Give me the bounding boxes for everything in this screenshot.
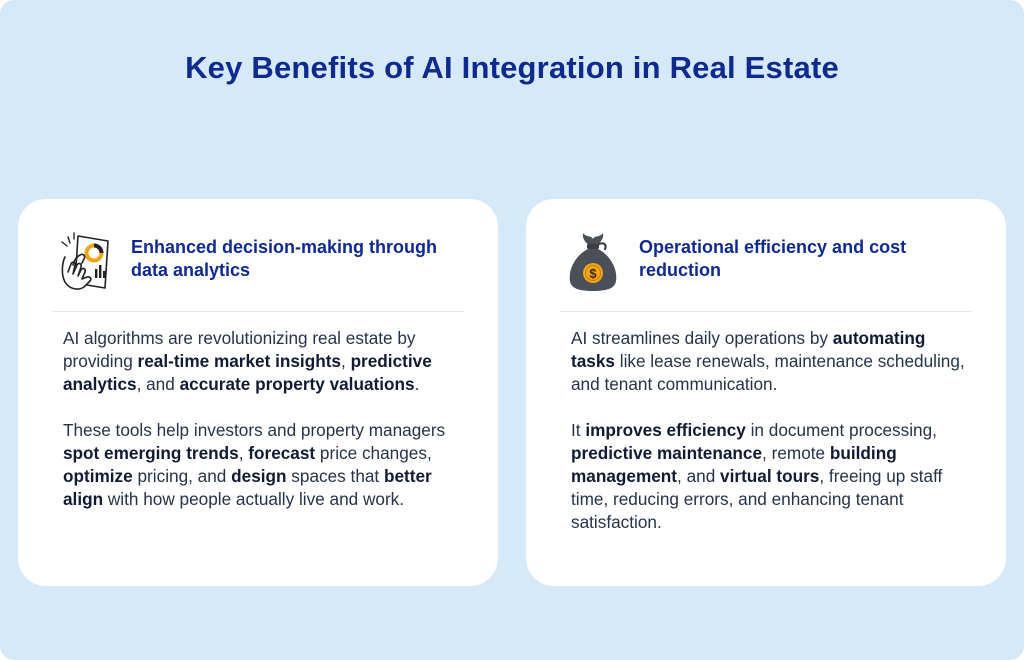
card-heading: Operational efficiency and cost reductio…	[639, 237, 907, 280]
body-paragraph-1: AI streamlines daily operations by autom…	[571, 328, 965, 394]
svg-text:$: $	[589, 266, 597, 281]
body-paragraph-1: AI algorithms are revolutionizing real e…	[63, 328, 432, 394]
body-paragraph-2: It improves efficiency in document proce…	[571, 420, 943, 532]
money-bag-icon: $	[569, 233, 617, 291]
card-heading: Enhanced decision-making through data an…	[131, 237, 438, 280]
benefit-card-operational-efficiency: $ Operational efficiency and cost reduct…	[526, 199, 1006, 586]
card-body: AI streamlines daily operations by autom…	[571, 327, 971, 534]
body-paragraph-2: These tools help investors and property …	[63, 420, 446, 509]
divider	[52, 311, 464, 312]
benefit-card-decision-making: Enhanced decision-making through data an…	[18, 199, 498, 586]
card-body: AI algorithms are revolutionizing real e…	[63, 327, 468, 511]
hand-analytics-icon	[61, 232, 109, 290]
page-title: Key Benefits of AI Integration in Real E…	[185, 50, 839, 85]
divider	[560, 311, 972, 312]
